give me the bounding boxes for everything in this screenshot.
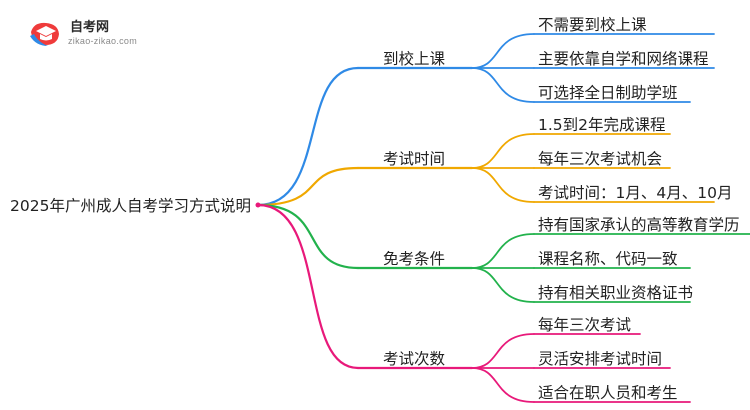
branch-to-leaf-connector [471, 233, 535, 269]
root-node[interactable]: 2025年广州成人自考学习方式说明 [10, 197, 251, 215]
leaf-professional-certificate[interactable]: 持有相关职业资格证书 [538, 284, 694, 302]
branch-attend-class[interactable]: 到校上课 [383, 50, 446, 68]
branch-exam-count[interactable]: 考试次数 [383, 350, 446, 368]
branch-exemption-conditions[interactable]: 免考条件 [383, 250, 446, 268]
branch-to-leaf-connector [471, 267, 535, 303]
graduation-cap-icon [30, 22, 59, 46]
root-to-branch-connector [256, 166, 360, 207]
branch-to-leaf-connector [471, 33, 535, 69]
logo-subtitle: zikao-zikao.com [68, 36, 138, 46]
leaf-three-exams[interactable]: 每年三次考试 [538, 316, 632, 334]
leaf-full-time-class[interactable]: 可选择全日制助学班 [538, 84, 678, 102]
leaf-suitable-for-workers[interactable]: 适合在职人员和考生 [538, 384, 678, 402]
root-to-branch-connector [256, 66, 360, 207]
branch-to-leaf-connector [471, 167, 535, 203]
logo-title: 自考网 [70, 20, 110, 35]
leaf-three-exams-yearly[interactable]: 每年三次考试机会 [538, 150, 663, 168]
branch-exam-time[interactable]: 考试时间 [383, 150, 446, 168]
branch-to-leaf-connector [471, 133, 535, 169]
root-to-branch-connector [256, 203, 360, 270]
branch-to-leaf-connector [471, 67, 535, 103]
leaf-duration[interactable]: 1.5到2年完成课程 [538, 116, 666, 134]
leaf-recognized-degree[interactable]: 持有国家承认的高等教育学历 [538, 216, 740, 234]
leaf-course-code-match[interactable]: 课程名称、代码一致 [538, 250, 678, 268]
root-anchor-dot [255, 202, 261, 208]
leaf-exam-months[interactable]: 考试时间：1月、4月、10月 [538, 184, 733, 202]
leaf-flexible-schedule[interactable]: 灵活安排考试时间 [538, 350, 663, 368]
leaf-self-study-online[interactable]: 主要依靠自学和网络课程 [538, 50, 709, 68]
mindmap-connectors [255, 33, 750, 403]
root-to-branch-connector [256, 203, 360, 370]
branch-to-leaf-connector [471, 333, 535, 369]
leaf-no-campus-attendance[interactable]: 不需要到校上课 [538, 16, 647, 34]
branch-to-leaf-connector [471, 367, 535, 403]
site-logo[interactable]: 自考网 zikao-zikao.com [28, 14, 148, 54]
